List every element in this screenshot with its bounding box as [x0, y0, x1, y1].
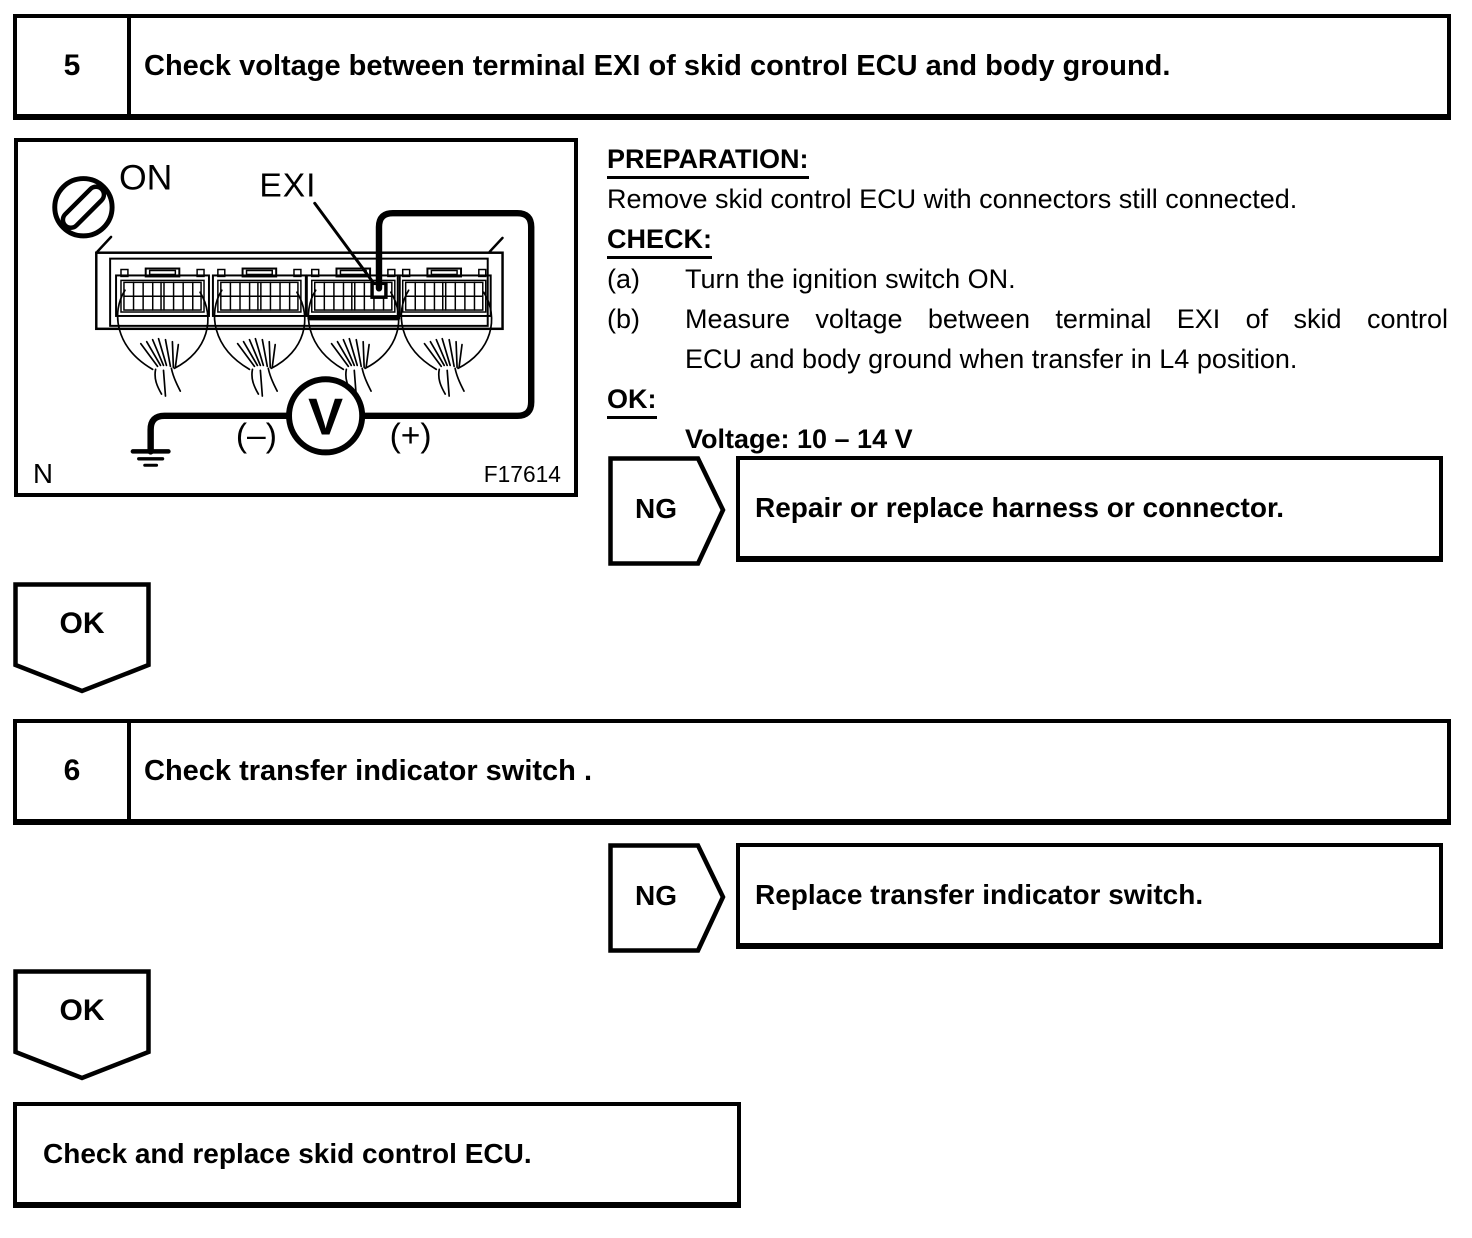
ok2-label: OK	[59, 994, 105, 1027]
step6-box: 6 Check transfer indicator switch .	[13, 719, 1451, 825]
step6-number: 6	[17, 723, 131, 819]
ng-pentagon-icon	[608, 843, 726, 953]
ng2-arrow: NG	[608, 843, 727, 953]
ng1-label: NG	[635, 492, 677, 524]
step5-number: 5	[17, 18, 131, 114]
ng2-action-box: Replace transfer indicator switch.	[736, 843, 1443, 949]
ng-pentagon-icon	[608, 456, 726, 566]
preparation-heading: PREPARATION:	[607, 139, 1448, 179]
check-item-b: (b) Measure voltage between terminal EXI…	[607, 299, 1448, 379]
exi-terminal-marker	[307, 201, 401, 321]
ok-voltage-spec: Voltage: 10 – 14 V	[685, 424, 913, 454]
step6-title: Check transfer indicator switch .	[144, 754, 593, 787]
check-item-b-text: Measure voltage between terminal EXI of …	[685, 304, 1448, 374]
exi-label: EXI	[259, 167, 316, 204]
ecu-voltage-measurement-illustration: ON EXI V (–) (+) N F17614	[33, 157, 561, 485]
instructions: PREPARATION: Remove skid control ECU wit…	[607, 139, 1448, 459]
ignition-switch-icon	[52, 176, 115, 239]
ok-pentagon-icon	[13, 582, 151, 694]
preparation-text: Remove skid control ECU with connectors …	[607, 184, 1298, 214]
check-item-a-label: (a)	[607, 264, 640, 294]
check-heading: CHECK:	[607, 219, 1448, 259]
check-item-a: (a) Turn the ignition switch ON.	[607, 259, 1448, 299]
minus-probe-label: (–)	[236, 417, 277, 454]
voltmeter-letter: V	[308, 389, 343, 447]
figure-code: F17614	[484, 461, 561, 485]
final-action-box: Check and replace skid control ECU.	[13, 1102, 741, 1208]
step5-title: Check voltage between terminal EXI of sk…	[144, 49, 1171, 82]
step5-box: 5 Check voltage between terminal EXI of …	[13, 14, 1451, 120]
ok2-arrow: OK	[13, 969, 151, 1081]
ok1-arrow: OK	[13, 582, 151, 694]
ground-symbol-icon	[130, 449, 171, 467]
figure-corner-label: N	[33, 458, 53, 485]
ecu-housing	[95, 235, 504, 331]
ng2-row: NG Replace transfer indicator switch.	[608, 843, 1443, 953]
voltmeter-icon	[286, 376, 366, 456]
check-item-a-text: Turn the ignition switch ON.	[685, 264, 1016, 294]
plus-probe-label: (+)	[390, 417, 432, 454]
ng2-label: NG	[635, 879, 677, 911]
ng1-action-box: Repair or replace harness or connector.	[736, 456, 1443, 562]
ok1-label: OK	[59, 607, 105, 640]
ng1-arrow: NG	[608, 456, 727, 566]
test-lead-wires	[147, 209, 535, 455]
figure-box: ON EXI V (–) (+) N F17614	[14, 138, 578, 497]
ok-heading: OK:	[607, 379, 1448, 419]
ignition-on-label: ON	[119, 157, 172, 197]
check-item-b-label: (b)	[607, 304, 640, 334]
ok-pentagon-icon	[13, 969, 151, 1081]
ng1-row: NG Repair or replace harness or connecto…	[608, 456, 1443, 566]
